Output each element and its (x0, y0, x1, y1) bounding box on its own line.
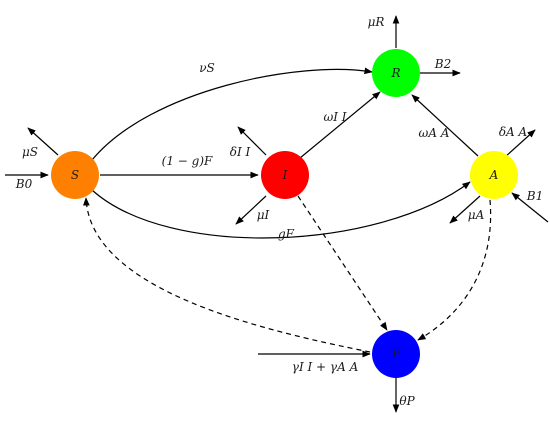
node-r: R (372, 49, 420, 97)
arrow-mu-s-outflow (27, 127, 59, 156)
node-p-label: P (391, 347, 401, 361)
label-theta-p: θP (399, 394, 415, 408)
edge-p-to-s (82, 197, 371, 353)
label-mu-s: μS (22, 145, 38, 159)
edge-a-to-r (411, 94, 479, 157)
label-omega-i-i: ωI I (323, 110, 346, 124)
arrow-mu-i-outflow (235, 195, 267, 225)
label-b2: B2 (434, 57, 451, 71)
node-s: S (51, 151, 99, 199)
node-i-label: I (282, 168, 288, 182)
edge-s-to-r (91, 67, 373, 161)
arrow-delta-i-outflow (237, 126, 267, 156)
node-a-circle (470, 151, 518, 199)
node-p: P (372, 330, 420, 378)
node-a-label: A (489, 168, 499, 182)
edge-s-to-a (91, 181, 471, 239)
label-mu-i: μI (257, 208, 270, 222)
label-nu-s: νS (199, 61, 215, 75)
label-delta-a-a: δA A (499, 125, 528, 139)
edge-a-to-p (417, 199, 492, 341)
label-delta-i-i: δI I (230, 145, 251, 159)
node-r-label: R (390, 66, 400, 80)
node-s-label: S (71, 168, 79, 182)
node-a: A (470, 151, 518, 199)
arrow-delta-a-outflow (504, 129, 536, 158)
label-gamma-inflow: γI I + γA A (292, 360, 359, 374)
label-mu-a: μA (468, 208, 485, 222)
node-s-circle (51, 151, 99, 199)
edge-i-to-r (299, 91, 381, 159)
label-b0: B0 (15, 177, 33, 191)
label-g-f: gF (278, 227, 295, 241)
label-mu-r: μR (368, 15, 385, 29)
arrow-b1-inflow (511, 192, 549, 223)
label-b1: B1 (526, 189, 543, 203)
arrow-mu-a-outflow (449, 195, 481, 224)
node-p-circle (372, 330, 420, 378)
edge-i-to-p (297, 195, 388, 331)
node-r-circle (372, 49, 420, 97)
node-i-circle (261, 151, 309, 199)
node-i: I (261, 151, 309, 199)
label-omega-a-a: ωA A (419, 126, 450, 140)
label-one-minus-g-f: (1 − g)F (162, 154, 213, 168)
